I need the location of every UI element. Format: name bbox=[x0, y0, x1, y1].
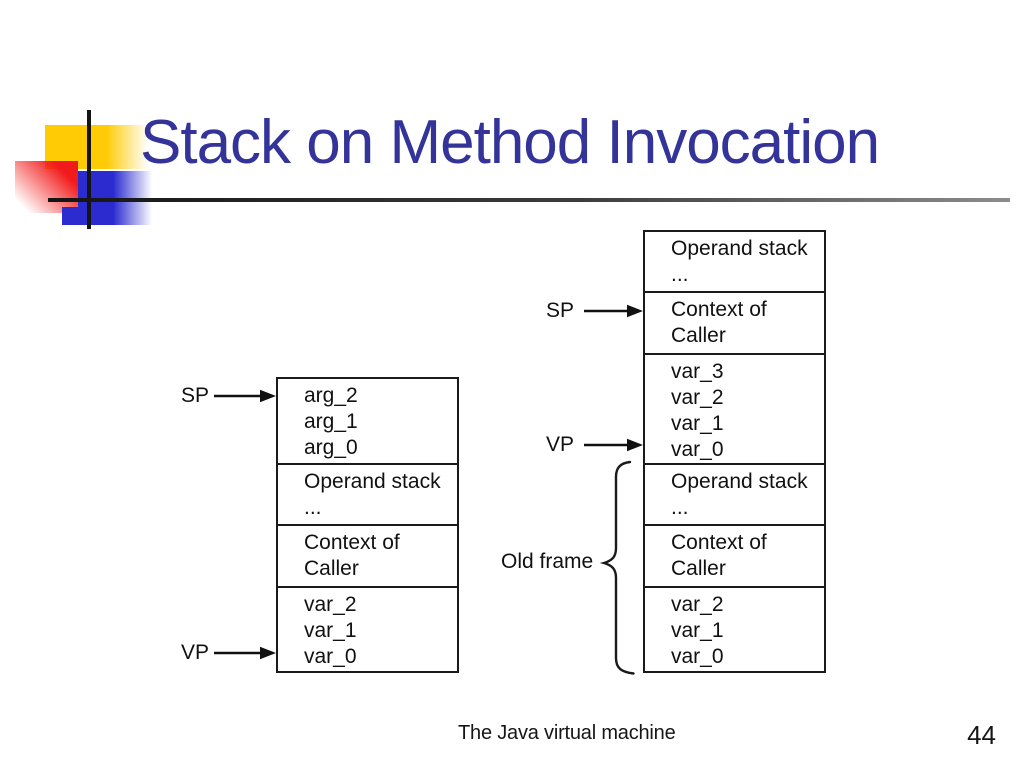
decoration-red-square bbox=[15, 161, 78, 213]
old-frame-label: Old frame bbox=[501, 550, 594, 573]
title-underline bbox=[48, 198, 1010, 202]
stack-cell-args: arg_2 arg_1 arg_0 bbox=[278, 379, 457, 465]
sp-label-right: SP bbox=[546, 299, 575, 322]
stack-cell-context-new: Context of Caller bbox=[645, 293, 824, 355]
sp-arrow-right-icon bbox=[584, 304, 643, 318]
decoration-blue-square-small bbox=[62, 207, 82, 225]
stack-cell-vars-new: var_3 var_2 var_1 var_0 bbox=[645, 355, 824, 465]
stack-cell-operand-stack-old: Operand stack ... bbox=[645, 465, 824, 526]
stack-right: Operand stack ... Context of Caller var_… bbox=[643, 230, 826, 673]
sp-arrow-left-icon bbox=[214, 389, 276, 403]
stack-cell-operand-stack-new: Operand stack ... bbox=[645, 232, 824, 293]
decoration-vertical-line bbox=[87, 110, 91, 229]
stack-cell-vars: var_2 var_1 var_0 bbox=[304, 593, 357, 668]
stack-left: arg_2 arg_1 arg_0 Operand stack ... Cont… bbox=[276, 377, 459, 673]
old-frame-brace-icon bbox=[599, 460, 635, 675]
vp-arrow-left-icon bbox=[214, 646, 276, 660]
vp-label-left: VP bbox=[181, 641, 210, 664]
sp-label-left: SP bbox=[181, 384, 210, 407]
stack-cell-vars-old: var_2 var_1 var_0 bbox=[671, 593, 724, 668]
slide-title: Stack on Method Invocation bbox=[140, 108, 880, 177]
stack-cell-operand-stack: Operand stack ... bbox=[278, 465, 457, 526]
stack-cell-context: Context of Caller bbox=[278, 526, 457, 588]
stack-cell-context-old: Context of Caller bbox=[645, 526, 824, 588]
vp-arrow-right-icon bbox=[584, 438, 643, 452]
page-number: 44 bbox=[967, 720, 996, 750]
vp-label-right: VP bbox=[546, 433, 575, 456]
footer-text: The Java virtual machine bbox=[458, 722, 676, 744]
